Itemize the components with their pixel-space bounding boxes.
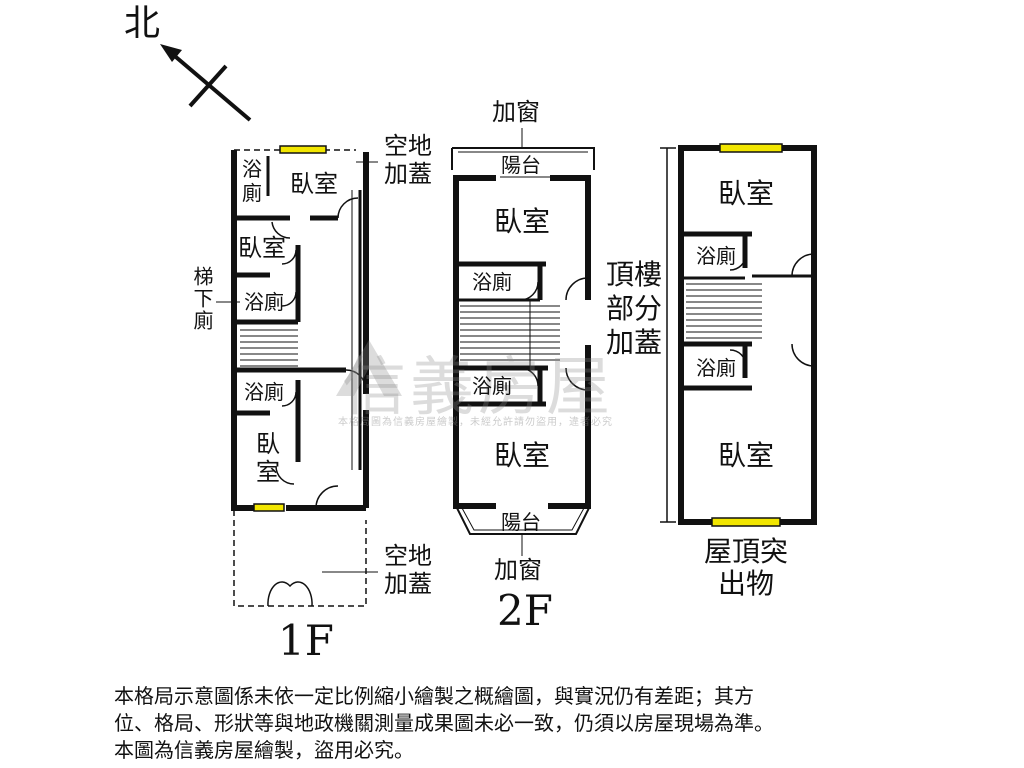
floor-roof-title: 屋頂突 出物 (704, 535, 789, 601)
watermark-brand: 信義房屋 (342, 351, 614, 425)
floor-2f-bedroom-bottom: 臥室 (494, 439, 551, 472)
floor-1f-bedroom-top: 臥室 (290, 170, 338, 198)
compass-north-label: 北 (124, 3, 161, 44)
watermark-notice: 本格局圖為信義房屋繪製，未經允許請勿盜用，違者必究 (338, 417, 613, 428)
floor-2f-balcony-bottom: 陽台 (501, 510, 541, 534)
floor-2f-window-top: 加窗 (492, 98, 540, 126)
floor-roof-bedroom-bottom: 臥室 (718, 439, 775, 472)
floor-1f-title: 1F (278, 616, 334, 665)
floor-1f-bedroom-low: 臥 室 (256, 430, 280, 487)
floor-roof-window-bottom (711, 517, 781, 527)
floor-1f-bedroom-mid: 臥室 (238, 234, 286, 262)
floor-2f-stairs (460, 300, 560, 368)
floor-1f-walls (231, 149, 369, 607)
floor-2f-bedroom-top: 臥室 (494, 205, 551, 238)
disclaimer-text: 本格局示意圖係未依一定比例縮小繪製之概繪圖，與實況仍有差距；其方 位、格局、形狀… (114, 683, 934, 764)
floor-2f-walls (451, 147, 595, 535)
disclaimer-line-2: 位、格局、形狀等與地政機關測量成果圖未必一致，仍須以房屋現場為準。 (114, 711, 774, 735)
floor-1f-window-top (279, 145, 327, 154)
floor-roof-bedroom-top: 臥室 (718, 177, 775, 210)
floor-roof-window-top (719, 143, 783, 153)
floor-1f-stair-toilet-label: 梯下廁 (190, 266, 214, 332)
floor-1f-stairs (240, 329, 298, 367)
roof-dimension-line (660, 147, 676, 523)
floor-1f-addon-top: 空地 加蓋 (384, 132, 432, 189)
floor-roof-side-note: 頂樓 部分 加蓋 (606, 258, 663, 360)
floor-2f-bath-bottom: 浴廁 (472, 374, 512, 398)
floor-2f-balcony-top: 陽台 (501, 153, 541, 177)
disclaimer-line-1: 本格局示意圖係未依一定比例縮小繪製之概繪圖，與實況仍有差距；其方 (114, 684, 754, 708)
floor-1f-bath-mid: 浴廁 (244, 290, 284, 314)
floor-2f-bath-top: 浴廁 (472, 270, 512, 294)
floor-roof-stairs (686, 283, 762, 339)
floor-2f-title: 2F (497, 586, 553, 635)
floor-2f-window-bottom: 加窗 (494, 556, 542, 584)
floor-1f-bath-top: 浴 廁 (242, 157, 262, 205)
floor-1f-leaders (216, 161, 378, 573)
compass-arrow (160, 44, 252, 122)
floor-roof-bath-top: 浴廁 (696, 244, 736, 268)
disclaimer-line-3: 本圖為信義房屋繪製，盜用必究。 (114, 738, 414, 762)
floor-roof-bath-bottom: 浴廁 (696, 356, 736, 380)
floor-1f-addon-bottom: 空地 加蓋 (384, 542, 432, 599)
watermark-logo-icon (336, 340, 402, 396)
floor-1f-bath-low: 浴廁 (244, 380, 284, 404)
floor-1f-window-bottom (253, 503, 285, 512)
